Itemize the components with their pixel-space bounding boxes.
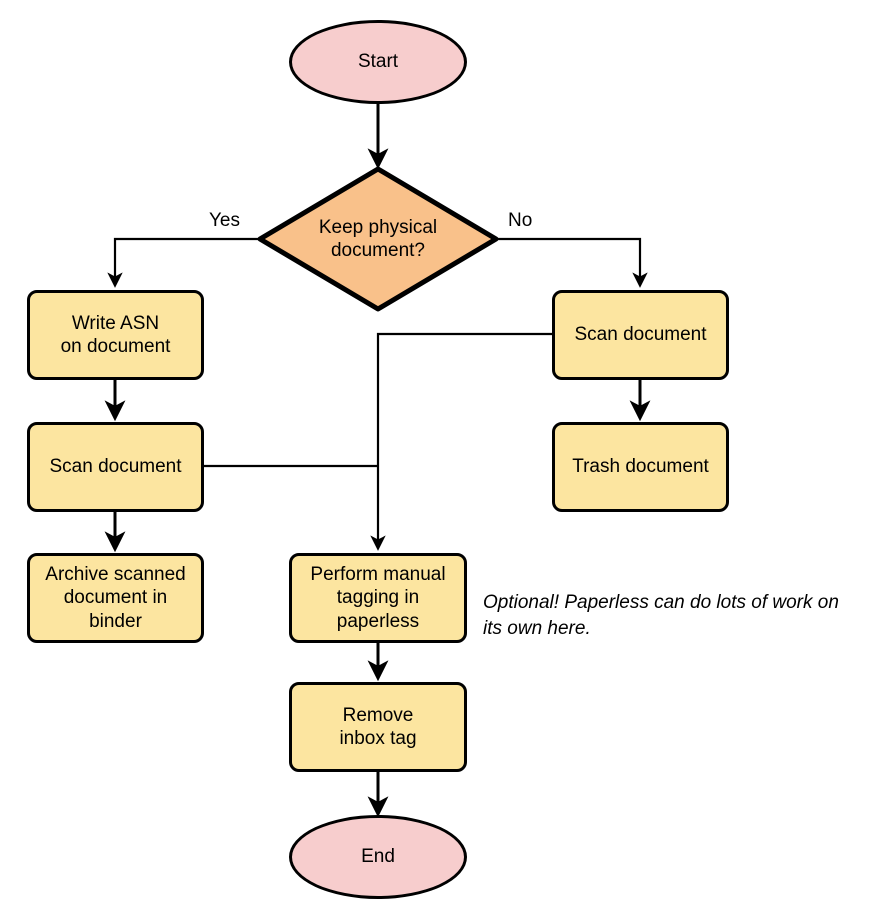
annotation-optional-note: Optional! Paperless can do lots of work …: [483, 592, 839, 639]
node-trash-document-label: Trash document: [572, 456, 709, 478]
node-end[interactable]: End: [289, 815, 467, 899]
node-archive-scanned-document-label: Archive scanned document in binder: [45, 564, 186, 632]
edge-decision-no-to-scan-right: [491, 237, 648, 288]
diamond-shape: [257, 166, 499, 312]
node-end-label: End: [361, 846, 395, 868]
edge-scan-right-to-manual-tagging: [370, 332, 552, 551]
node-write-asn-on-document[interactable]: Write ASN on document: [27, 290, 204, 380]
node-scan-document-right-label: Scan document: [574, 324, 707, 346]
node-keep-physical-document[interactable]: Keep physical document?: [257, 166, 499, 312]
node-write-asn-on-document-label: Write ASN on document: [60, 312, 171, 357]
node-perform-manual-tagging[interactable]: Perform manual tagging in paperless: [289, 553, 467, 643]
node-remove-inbox-tag-label: Remove inbox tag: [339, 704, 417, 749]
edge-label-yes: Yes: [209, 210, 240, 231]
node-start-label: Start: [357, 51, 399, 73]
node-scan-document-left-label: Scan document: [49, 456, 182, 478]
node-remove-inbox-tag[interactable]: Remove inbox tag: [289, 682, 467, 772]
node-scan-document-left[interactable]: Scan document: [27, 422, 204, 512]
node-perform-manual-tagging-label: Perform manual tagging in paperless: [310, 564, 446, 632]
node-keep-physical-document-label: Keep physical document?: [318, 216, 438, 261]
node-archive-scanned-document[interactable]: Archive scanned document in binder: [27, 553, 204, 643]
node-start[interactable]: Start: [289, 20, 467, 104]
edge-label-no: No: [508, 210, 533, 231]
edge-decision-yes-to-write-asn: [107, 237, 265, 288]
node-scan-document-right[interactable]: Scan document: [552, 290, 729, 380]
node-trash-document[interactable]: Trash document: [552, 422, 729, 512]
